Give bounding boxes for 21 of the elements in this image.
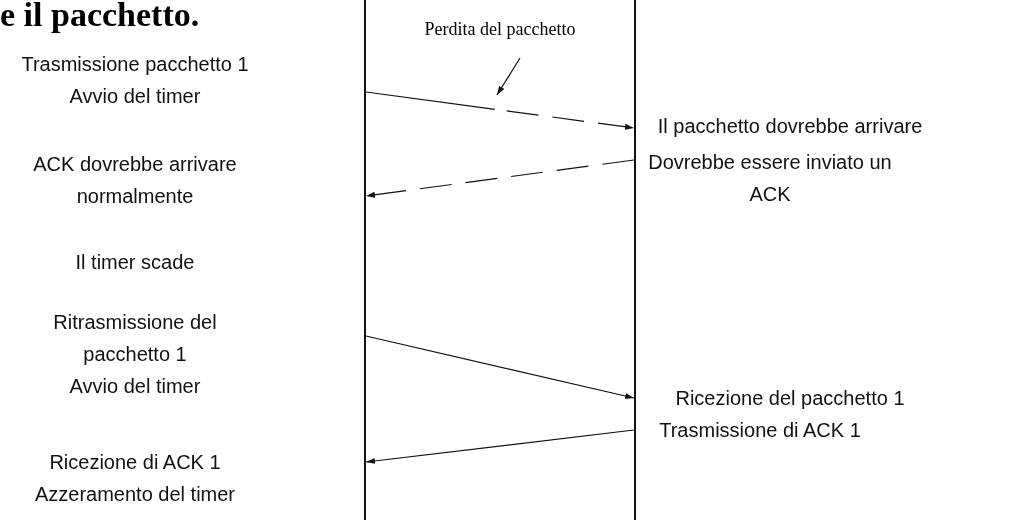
annotation-text: Perdita del pacchetto [372, 14, 628, 44]
message-arrow [365, 91, 635, 130]
event-text: Ricezione di ACK 1 [48, 450, 222, 475]
event-text: Trasmissione di ACK 1 [658, 418, 862, 443]
lifeline [634, 0, 636, 520]
event-text: Il pacchetto dovrebbe arrivare [656, 114, 924, 139]
event-text: Avvio del timer [68, 374, 202, 399]
event-text: Dovrebbe essere inviato un ACK [647, 150, 893, 207]
event-text: Trasmissione pacchetto 1 [20, 52, 250, 77]
leader-arrow [496, 57, 521, 96]
event-text: Ricezione del pacchetto 1 [674, 386, 906, 411]
heading: e il pacchetto. [0, 0, 200, 34]
message-arrow [365, 159, 635, 198]
event-text: ACK dovrebbe arrivare normalmente [32, 152, 238, 209]
event-text: Il timer scade [74, 250, 196, 275]
message-arrow [365, 429, 635, 464]
event-text: Ritrasmissione del pacchetto 1 [52, 310, 218, 367]
event-text: Azzeramento del timer [33, 482, 237, 507]
lifeline [364, 0, 366, 520]
message-arrow [365, 335, 635, 399]
event-text: Avvio del timer [68, 84, 202, 109]
